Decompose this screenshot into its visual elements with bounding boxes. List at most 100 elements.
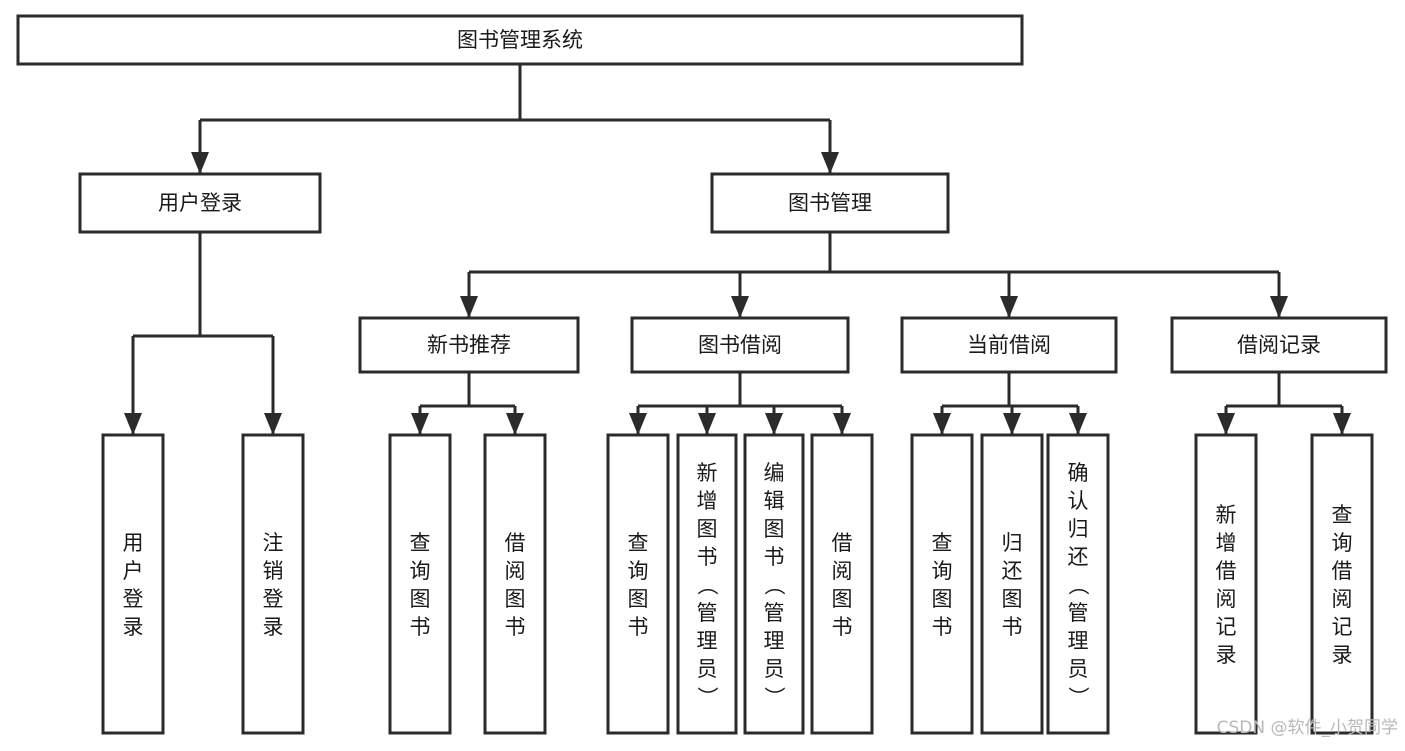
- svg-text:阅: 阅: [1216, 587, 1237, 611]
- node-box: [78, 172, 322, 234]
- svg-text:理: 理: [697, 629, 718, 653]
- svg-text:还: 还: [1068, 545, 1089, 569]
- svg-text:管: 管: [1068, 601, 1089, 625]
- svg-text:图: 图: [932, 587, 953, 611]
- arrow-head-icon: [1270, 296, 1288, 318]
- node-level2-图书管理[interactable]: 图书管理: [710, 172, 950, 234]
- svg-text:管: 管: [697, 601, 718, 625]
- svg-text:询: 询: [932, 559, 953, 583]
- nodes-layer: 图书管理系统用户登录图书管理新书推荐图书借阅当前借阅借阅记录用户登录注销登录查询…: [16, 14, 1388, 735]
- svg-text:书: 书: [628, 615, 649, 639]
- svg-text:借: 借: [1216, 559, 1237, 583]
- svg-text:图: 图: [410, 587, 431, 611]
- arrow-head-icon: [1333, 413, 1351, 435]
- node-box: [743, 433, 805, 735]
- connectors-layer: [124, 64, 1351, 435]
- node-level2-用户登录[interactable]: 用户登录: [78, 172, 322, 234]
- arrow-head-icon: [460, 296, 478, 318]
- node-box: [101, 433, 165, 735]
- node-box: [358, 316, 580, 374]
- svg-text:阅: 阅: [1332, 587, 1353, 611]
- svg-text:编: 编: [764, 461, 785, 485]
- svg-text:书: 书: [697, 545, 718, 569]
- svg-text:记: 记: [1332, 615, 1353, 639]
- svg-text:查: 查: [628, 531, 649, 555]
- svg-text:增: 增: [1216, 531, 1237, 555]
- svg-text:登: 登: [263, 587, 284, 611]
- node-box: [630, 316, 850, 374]
- svg-text:归: 归: [1002, 531, 1023, 555]
- svg-text:图: 图: [628, 587, 649, 611]
- svg-text:录: 录: [123, 615, 144, 639]
- arrow-head-icon: [264, 413, 282, 435]
- node-box: [1194, 433, 1258, 735]
- leaf-node-用户登录-0[interactable]: 用户登录: [101, 433, 165, 735]
- node-level3-当前借阅[interactable]: 当前借阅: [900, 316, 1118, 374]
- leaf-label: 用户登录: [123, 531, 144, 639]
- svg-text:图: 图: [832, 587, 853, 611]
- svg-text:管: 管: [764, 601, 785, 625]
- arrow-head-icon: [506, 413, 524, 435]
- svg-text:询: 询: [1332, 531, 1353, 555]
- svg-text:确: 确: [1068, 461, 1089, 485]
- svg-text:借: 借: [832, 531, 853, 555]
- svg-text:）: ）: [762, 686, 786, 707]
- node-label: 图书借阅: [698, 333, 782, 357]
- node-box: [483, 433, 547, 735]
- svg-text:录: 录: [263, 615, 284, 639]
- svg-text:认: 认: [1068, 489, 1089, 513]
- node-box: [900, 316, 1118, 374]
- svg-text:书: 书: [505, 615, 526, 639]
- svg-text:理: 理: [1068, 629, 1089, 653]
- svg-text:阅: 阅: [832, 559, 853, 583]
- node-label: 图书管理系统: [457, 28, 583, 52]
- node-root-图书管理系统[interactable]: 图书管理系统: [16, 14, 1024, 66]
- svg-text:新: 新: [697, 461, 718, 485]
- svg-text:图: 图: [505, 587, 526, 611]
- svg-text:员: 员: [697, 657, 718, 681]
- arrow-head-icon: [124, 413, 142, 435]
- node-level3-借阅记录[interactable]: 借阅记录: [1170, 316, 1388, 374]
- svg-text:书: 书: [932, 615, 953, 639]
- svg-text:书: 书: [410, 615, 431, 639]
- arrow-head-icon: [191, 152, 209, 174]
- svg-text:（: （: [762, 574, 786, 595]
- svg-text:录: 录: [1332, 643, 1353, 667]
- node-box: [810, 433, 874, 735]
- svg-text:查: 查: [410, 531, 431, 555]
- svg-text:书: 书: [832, 615, 853, 639]
- csdn-watermark: CSDN @软件_小贺同学: [1217, 718, 1398, 738]
- svg-text:员: 员: [1068, 657, 1089, 681]
- node-level3-新书推荐[interactable]: 新书推荐: [358, 316, 580, 374]
- node-box: [388, 433, 452, 735]
- svg-text:销: 销: [263, 559, 284, 583]
- node-level3-图书借阅[interactable]: 图书借阅: [630, 316, 850, 374]
- node-label: 借阅记录: [1237, 333, 1321, 357]
- svg-text:注: 注: [263, 531, 284, 555]
- node-label: 用户登录: [158, 191, 242, 215]
- arrow-head-icon: [1217, 413, 1235, 435]
- svg-text:户: 户: [123, 559, 144, 583]
- arrow-head-icon: [821, 152, 839, 174]
- svg-text:借: 借: [505, 531, 526, 555]
- svg-text:书: 书: [764, 545, 785, 569]
- node-label: 新书推荐: [427, 333, 511, 357]
